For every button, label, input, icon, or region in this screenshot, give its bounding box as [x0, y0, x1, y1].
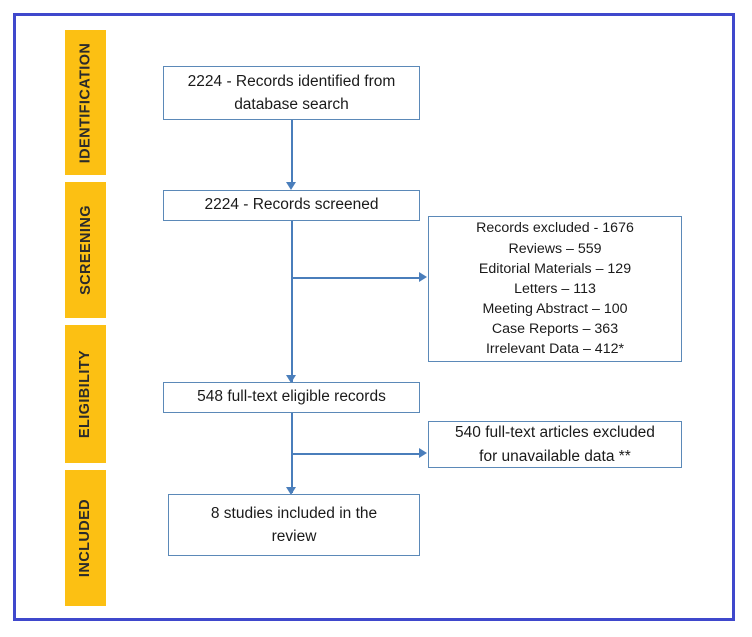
box-records-excluded: Records excluded - 1676 Reviews – 559 Ed… — [428, 216, 682, 362]
box-records-screened: 2224 - Records screened — [163, 190, 420, 221]
diagram-outer-frame — [13, 13, 735, 621]
records-excluded-list: Records excluded - 1676 Reviews – 559 Ed… — [437, 218, 673, 359]
box-fulltext-excluded-line1: 540 full-text articles excluded — [455, 424, 655, 442]
box-records-identified-line2: database search — [234, 96, 349, 113]
box-records-screened-text: 2224 - Records screened — [204, 196, 379, 214]
stage-bar-screening: SCREENING — [65, 182, 106, 318]
stage-label-identification: IDENTIFICATION — [77, 42, 94, 163]
connector-screened-to-excluded — [291, 277, 420, 279]
stage-bar-eligibility: ELIGIBILITY — [65, 325, 106, 463]
arrow-screened-to-excluded — [419, 272, 427, 282]
records-excluded-line-5: Meeting Abstract – 100 — [482, 301, 628, 318]
box-fulltext-eligible: 548 full-text eligible records — [163, 382, 420, 413]
stage-label-included: INCLUDED — [77, 498, 94, 578]
stage-label-screening: SCREENING — [77, 205, 94, 295]
connector-screened-to-eligible — [291, 221, 293, 383]
box-studies-included-line2: review — [271, 528, 317, 545]
box-records-identified: 2224 - Records identified from database … — [163, 66, 420, 120]
connector-identified-to-screened — [291, 120, 293, 182]
stage-bar-identification: IDENTIFICATION — [65, 30, 106, 175]
arrow-identified-to-screened — [286, 182, 296, 190]
records-excluded-line-1: Records excluded - 1676 — [476, 220, 634, 237]
box-fulltext-excluded-line2: for unavailable data ** — [479, 447, 631, 465]
box-studies-included: 8 studies included in the review — [168, 494, 420, 556]
arrow-eligible-to-fulltext-excluded — [419, 448, 427, 458]
records-excluded-line-3: Editorial Materials – 129 — [478, 260, 632, 277]
records-excluded-line-4: Letters – 113 — [514, 280, 596, 297]
box-fulltext-eligible-text: 548 full-text eligible records — [197, 388, 386, 406]
stage-bar-included: INCLUDED — [65, 470, 106, 606]
records-excluded-line-2: Reviews – 559 — [508, 240, 602, 257]
records-excluded-line-6: Case Reports – 363 — [491, 321, 619, 338]
box-studies-included-line1: 8 studies included in the — [210, 504, 378, 522]
arrow-eligible-to-included — [286, 487, 296, 495]
connector-eligible-to-fulltext-excluded — [291, 453, 420, 455]
records-excluded-line-7: Irrelevant Data – 412* — [485, 341, 625, 358]
box-fulltext-excluded: 540 full-text articles excluded for unav… — [428, 421, 682, 468]
box-records-identified-line1: 2224 - Records identified from — [187, 72, 396, 90]
arrow-screened-to-eligible — [286, 375, 296, 383]
stage-label-eligibility: ELIGIBILITY — [77, 349, 94, 439]
